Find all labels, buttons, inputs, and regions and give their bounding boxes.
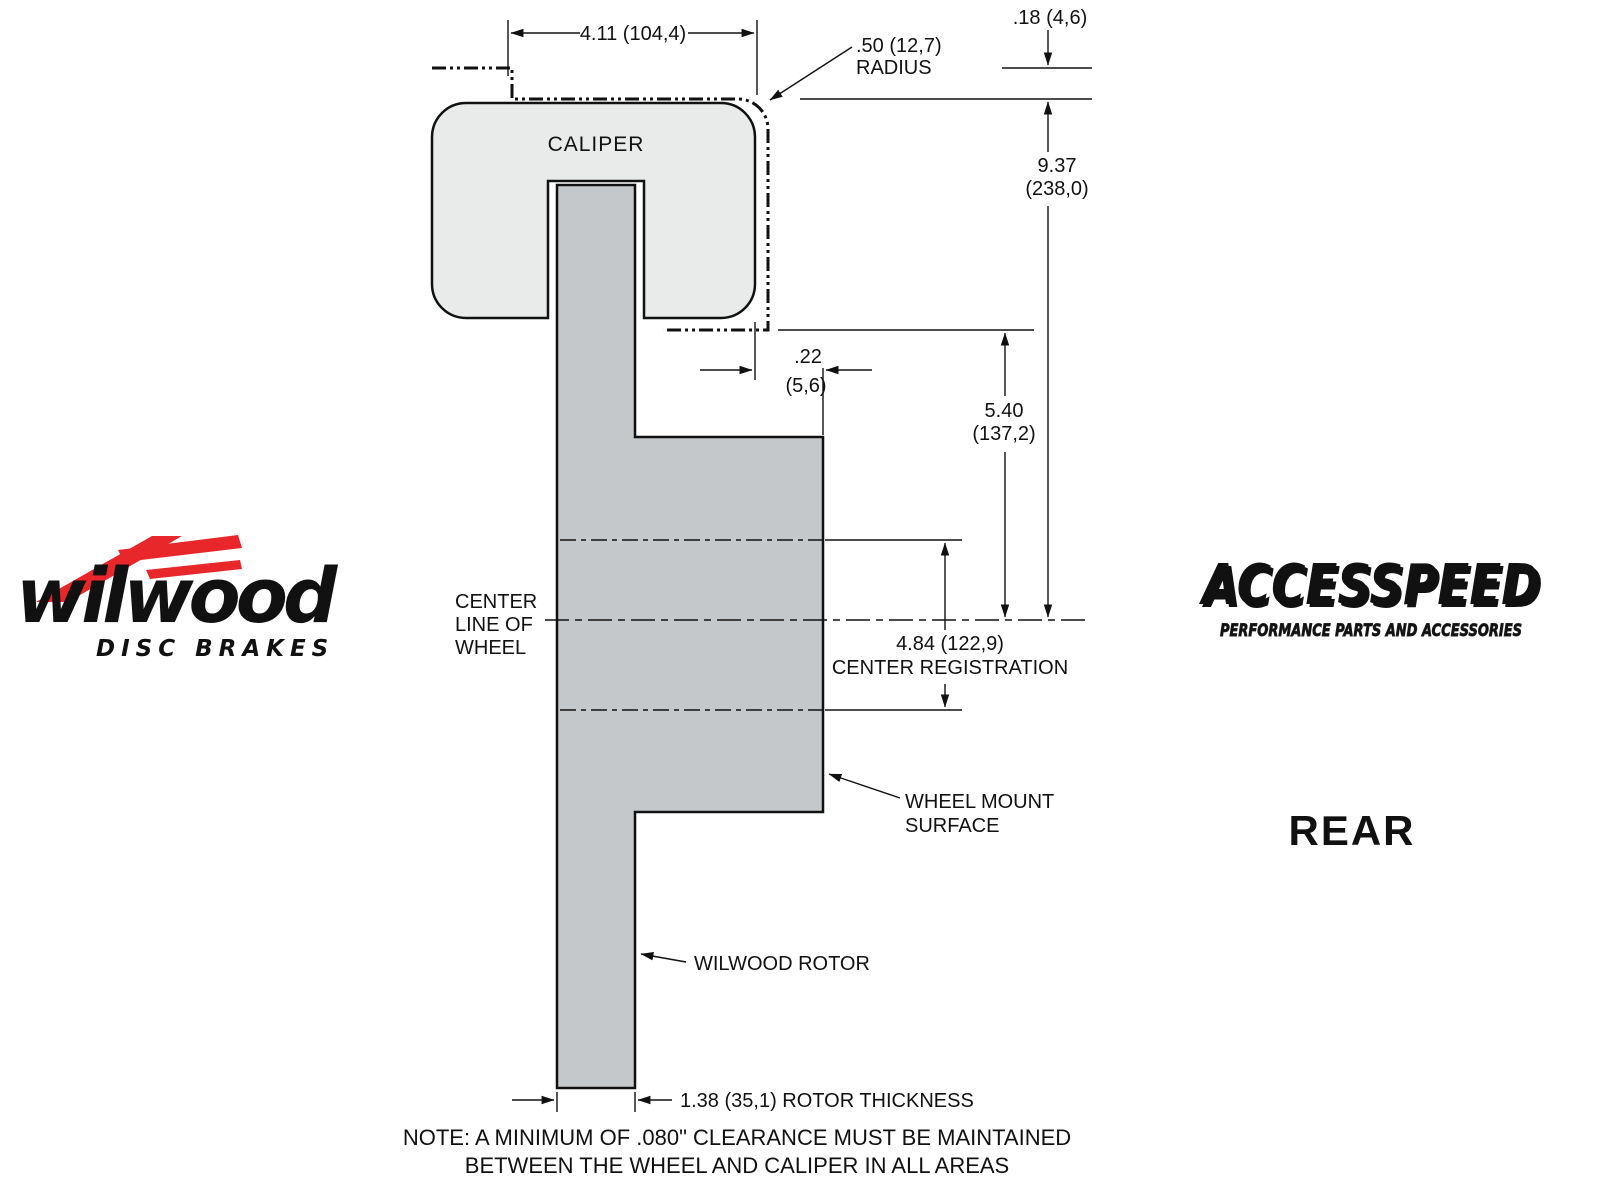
wheel-mount-label-2: SURFACE	[905, 815, 999, 837]
dim-937-text: 9.37	[1038, 155, 1077, 177]
wilwood-rotor-label: WILWOOD ROTOR	[694, 953, 870, 975]
wilwood-red-streak	[118, 535, 242, 562]
caliper-label: CALIPER	[548, 133, 645, 156]
rotor-hat-section	[555, 183, 825, 1090]
centerline-label-2: LINE OF	[455, 614, 533, 636]
wilwood-logo: wilwood DISC BRAKES	[16, 535, 344, 662]
dim-540-mm-text: (137,2)	[972, 423, 1035, 445]
dim-22-mm-text: (5,6)	[785, 375, 826, 397]
accesspeed-subtitle: PERFORMANCE PARTS AND ACCESSORIES	[1220, 621, 1522, 641]
radius-leader-line	[769, 46, 853, 101]
dim-22-text: .22	[794, 346, 822, 368]
dim-411-text: 4.11 (104,4)	[580, 23, 686, 45]
wilwood-wordmark: wilwood	[16, 551, 339, 640]
radius-dim-text: .50 (12,7)	[856, 35, 942, 57]
wheel-mount-leader-line	[828, 773, 901, 799]
clearance-note-line-2: BETWEEN THE WHEEL AND CALIPER IN ALL ARE…	[465, 1153, 1009, 1178]
centerline-label-1: CENTER	[455, 591, 537, 613]
accesspeed-wordmark-shadow: ACCESSPEED	[1202, 556, 1543, 621]
rotor-leader-line	[640, 952, 687, 963]
rotor-thickness-text: 1.38 (35,1) ROTOR THICKNESS	[680, 1090, 974, 1112]
dim-18-text: .18 (4,6)	[1013, 7, 1087, 29]
wilwood-red-streak-2	[146, 560, 242, 579]
center-registration-label: CENTER REGISTRATION	[832, 657, 1068, 679]
wheel-mount-label-1: WHEEL MOUNT	[905, 791, 1054, 813]
rear-label: REAR	[1288, 807, 1415, 854]
clearance-note-line-1: NOTE: A MINIMUM OF .080" CLEARANCE MUST …	[403, 1125, 1071, 1150]
dim-540-text: 5.40	[985, 400, 1024, 422]
radius-label-text: RADIUS	[856, 57, 932, 79]
accesspeed-logo: ACCESSPEED ACCESSPEED PERFORMANCE PARTS …	[1199, 553, 1543, 641]
technical-drawing: CALIPER 4.11 (104,4) .50 (12,7) RADIUS .…	[403, 7, 1092, 1178]
wheel-phantom-line	[432, 66, 770, 332]
dim-484-text: 4.84 (122,9)	[896, 633, 1004, 655]
centerline-label-3: WHEEL	[455, 637, 526, 659]
dim-937-mm-text: (238,0)	[1025, 178, 1088, 200]
wilwood-subtitle: DISC BRAKES	[96, 636, 334, 662]
caliper-body	[430, 101, 757, 320]
accesspeed-wordmark: ACCESSPEED	[1199, 553, 1540, 618]
